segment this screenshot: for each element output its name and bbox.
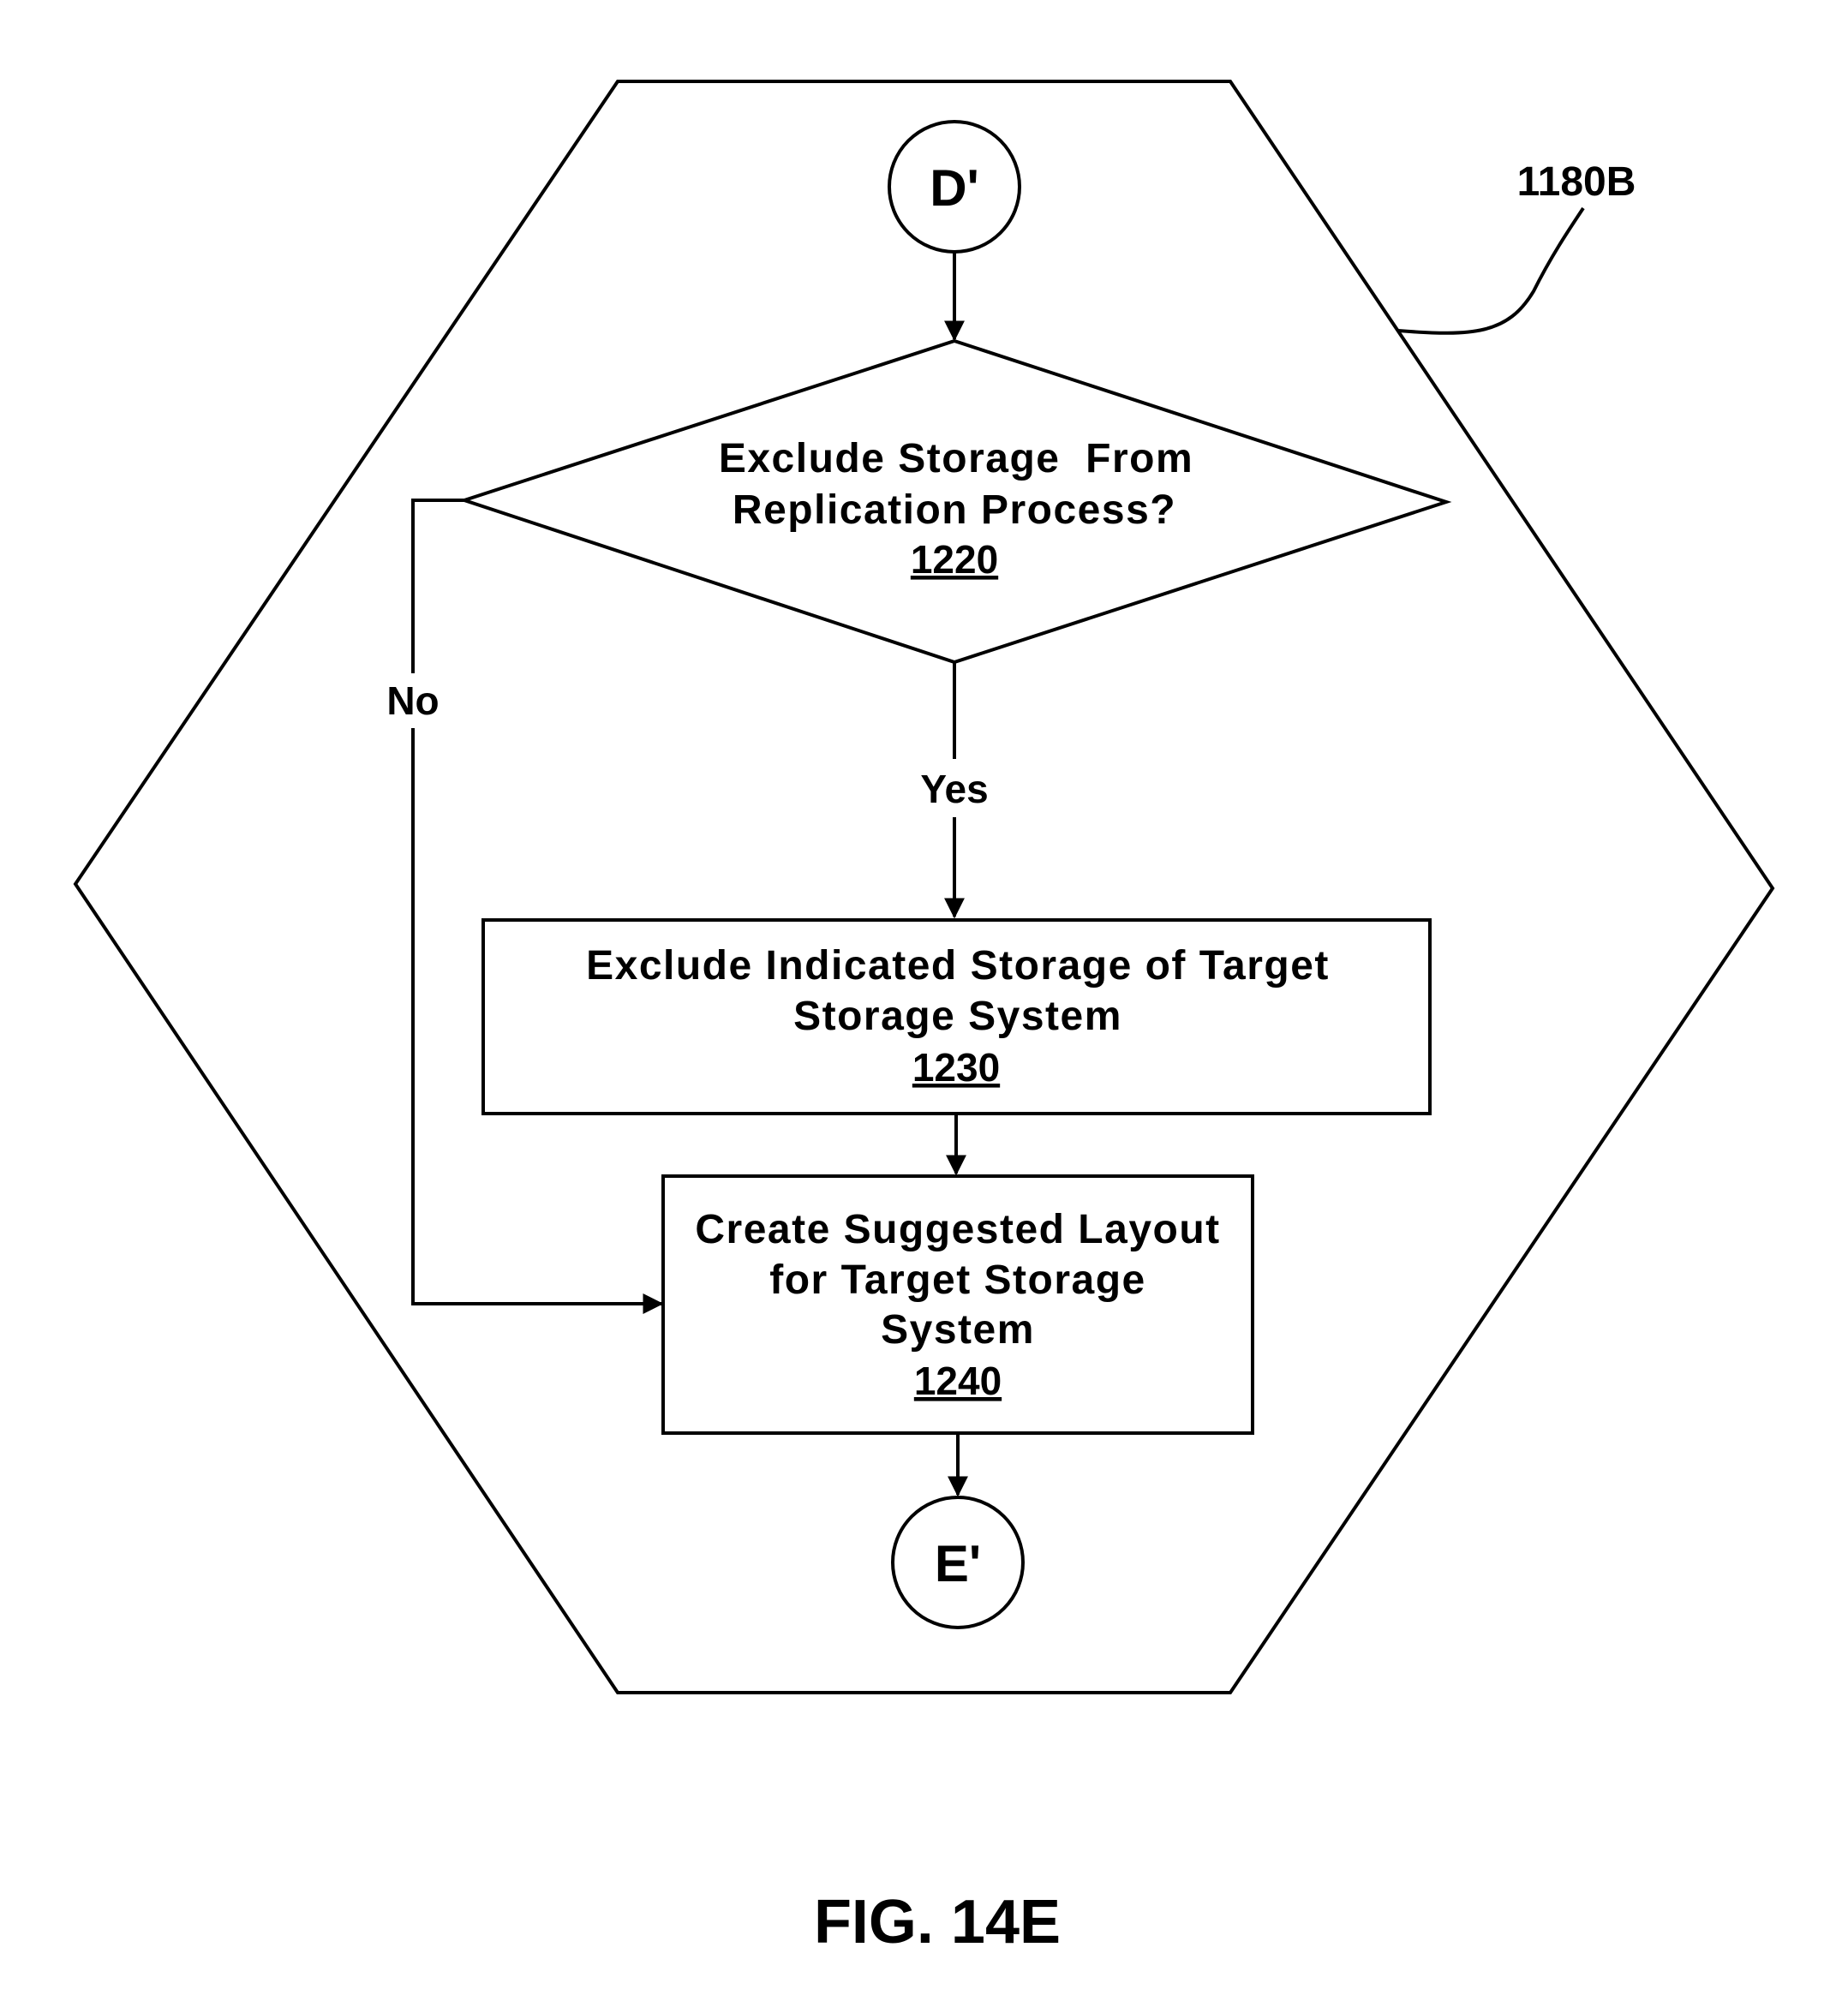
start-connector-label: D' (930, 159, 979, 217)
end-connector-label: E' (935, 1535, 981, 1592)
step-layout-line-2: for Target Storage (769, 1257, 1146, 1303)
step-exclude-line-2: Storage System (793, 994, 1122, 1039)
step-exclude-ref: 1230 (912, 1045, 1000, 1090)
no-branch-line (411, 499, 664, 1314)
end-connector (891, 1496, 1025, 1629)
yes-label-bg (912, 759, 997, 817)
step-layout-ref: 1240 (914, 1359, 1002, 1403)
callout-leader (1397, 206, 1585, 335)
figure-caption: FIG. 14E (814, 1888, 1061, 1956)
step-layout-line-3: System (881, 1307, 1035, 1353)
decision-text-line-2: Replication Process? (733, 487, 1176, 533)
yes-label: Yes (920, 767, 988, 811)
no-label: No (386, 678, 439, 723)
decision-ref: 1220 (911, 537, 998, 582)
callout-ref-label: 1180B (1517, 159, 1636, 205)
step-layout-line-1: Create Suggested Layout (695, 1207, 1220, 1252)
step-exclude-line-1: Exclude Indicated Storage of Target (586, 943, 1330, 989)
no-label-bg (379, 673, 447, 728)
decision-text-line-1: Exclude Storage From (719, 436, 1193, 481)
hexagon-boundary (73, 80, 1775, 1694)
